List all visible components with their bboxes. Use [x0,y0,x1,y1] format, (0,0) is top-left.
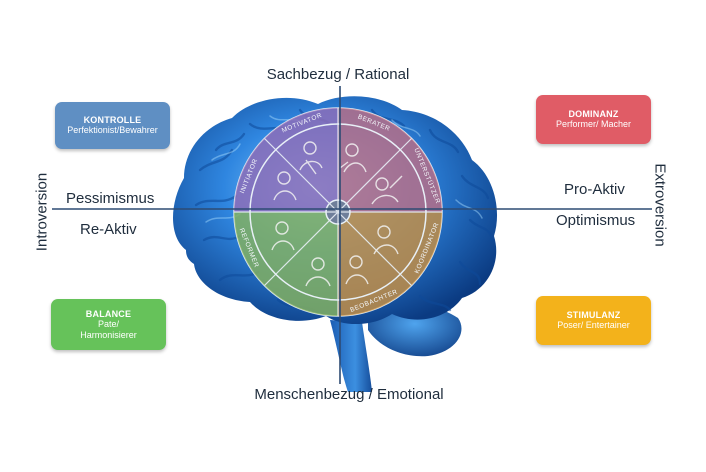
box-kontrolle-title: KONTROLLE [83,115,142,125]
axis-top-label: Sachbezug / Rational [266,66,410,83]
box-kontrolle: KONTROLLE Perfektionist/Bewahrer [55,102,170,149]
figure-icons [271,141,403,287]
label-pro-aktiv: Pro-Aktiv [564,181,625,198]
box-stimulanz-subtitle: Poser/ Entertainer [557,320,630,330]
figure-icon [371,175,403,205]
figure-icon [373,225,399,255]
box-stimulanz-title: STIMULANZ [566,310,621,320]
box-dominanz: DOMINANZ Performer/ Macher [536,95,651,144]
box-balance-line3: Harmonisierer [80,329,137,340]
label-optimismus: Optimismus [556,212,636,229]
box-dominanz-subtitle: Performer/ Macher [555,119,632,129]
figure-icon [299,141,323,175]
axis-bottom-label: Menschenbezug / Emotional [254,386,444,403]
axis-right-text: Extroversion [651,163,669,247]
label-re-aktiv: Re-Aktiv [80,221,137,238]
figure-icon [345,255,369,285]
box-balance: BALANCE Pate/ Harmonisierer [51,299,166,350]
brain-stem [330,320,372,392]
figure-icon [305,257,331,287]
box-kontrolle-subtitle: Perfektionist/Bewahrer [67,125,158,135]
box-balance-line2: Pate/ [97,318,119,329]
box-balance-title: BALANCE [85,308,132,319]
box-dominanz-title: DOMINANZ [568,109,619,119]
axis-left-text: Introversion [33,172,51,252]
figure-icon [339,143,367,173]
label-pessimismus: Pessimismus [66,190,155,207]
box-stimulanz: STIMULANZ Poser/ Entertainer [536,296,651,345]
figure-icon [271,221,295,251]
figure-icon [273,171,297,201]
